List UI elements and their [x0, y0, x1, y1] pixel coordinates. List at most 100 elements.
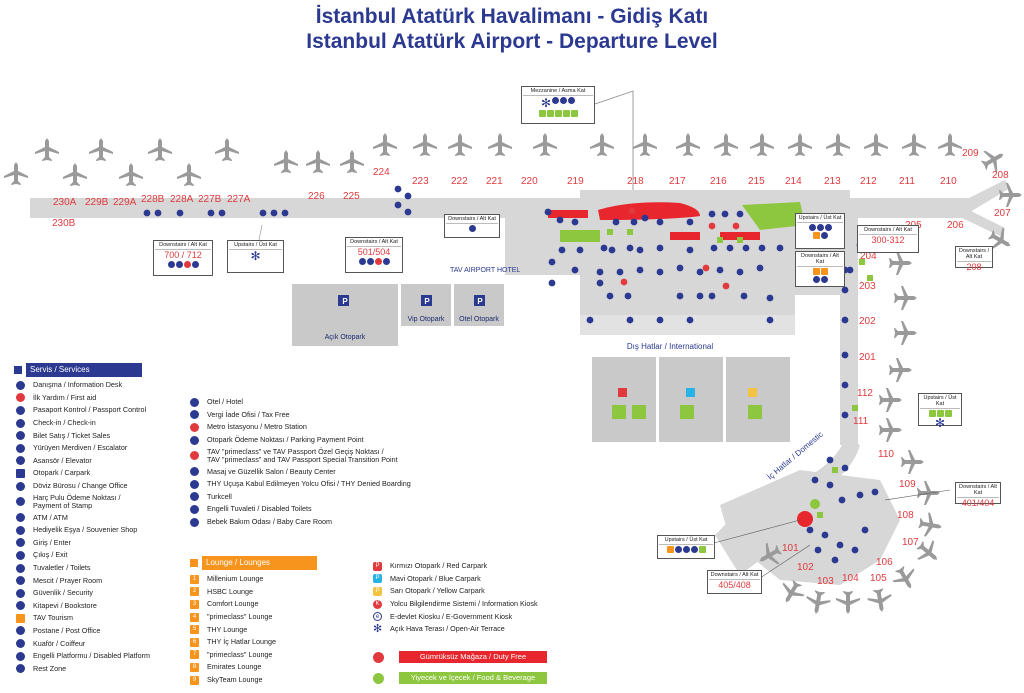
service-icon	[207, 209, 215, 217]
lounge-3-icon: 3	[190, 599, 199, 609]
legend-label: Kırmızı Otopark / Red Carpark	[390, 561, 488, 571]
duty-free-area	[548, 210, 588, 218]
gate-105: 105	[870, 573, 887, 584]
service-icon	[686, 218, 694, 226]
service-icon	[576, 246, 584, 254]
gate-227b: 227B	[198, 194, 222, 205]
toilet-icon	[16, 563, 25, 573]
aircraft-icon	[938, 133, 962, 156]
legend-row: Vergi İade Ofisi / Tax Free	[190, 409, 450, 422]
legend-label: HSBC Lounge	[207, 586, 253, 596]
aircraft-icon	[826, 133, 850, 156]
legend-label: Pasaport Kontrol / Passport Control	[33, 405, 147, 415]
tav-tourism-icon	[16, 613, 25, 623]
blue-carpark	[659, 357, 723, 442]
legend-label: Mescit / Prayer Room	[33, 575, 103, 585]
legend-row: Rest Zone	[16, 662, 216, 675]
legend-label: Kitapevi / Bookstore	[33, 600, 97, 610]
ticket-icon	[16, 431, 25, 441]
gate-221: 221	[486, 176, 503, 187]
escalator-icon	[175, 261, 183, 268]
aircraft-icon	[889, 358, 912, 382]
service-icon	[548, 279, 556, 287]
gate-108: 108	[897, 510, 914, 521]
escalator-icon	[820, 232, 828, 239]
duty-free-area	[797, 511, 813, 527]
service-icon	[841, 316, 849, 324]
aircraft-icon	[177, 163, 201, 186]
rest-zone-icon	[16, 664, 25, 674]
legend-row: İlk Yardım / First aid	[16, 392, 216, 405]
tav-hotel-label: TAV AIRPORT HOTEL	[450, 267, 520, 274]
parking-letter: P	[477, 297, 483, 306]
gate-204: 204	[860, 251, 877, 262]
legend-row: Postane / Post Office	[16, 625, 216, 638]
legend-row: THY Uçuşa Kabul Edilmeyen Yolcu Ofisi / …	[190, 478, 450, 491]
legend-row: Mescit / Prayer Room	[16, 574, 216, 587]
food-icon	[698, 546, 706, 553]
red-carpark-icon: P	[373, 561, 382, 571]
service-icon	[636, 246, 644, 254]
gate-210: 210	[940, 176, 957, 187]
atm-icon	[16, 513, 25, 523]
upstairs-101-box: Upstairs / Üst Kat	[657, 535, 715, 559]
service-icon	[856, 491, 864, 499]
info-kiosk-icon	[620, 278, 628, 286]
gate-206: 206	[947, 220, 964, 231]
aircraft-icon	[866, 587, 894, 614]
open-air-terrace-icon: ✻	[373, 622, 383, 635]
gate-107: 107	[902, 537, 919, 548]
legend-label: Turkcell	[207, 491, 232, 501]
gate-216: 216	[710, 176, 727, 187]
gate-212: 212	[860, 176, 877, 187]
lounge-icon	[812, 232, 820, 239]
exchange-icon	[16, 481, 25, 491]
legend-row: TAV "primeclass" ve TAV Passport Özel Ge…	[190, 446, 450, 465]
legend-label: Yolcu Bilgilendirme Sistemi / Informatio…	[390, 599, 538, 609]
gate-109: 109	[899, 479, 916, 490]
gate-201: 201	[859, 352, 876, 363]
legend-label: Emirates Lounge	[207, 662, 262, 672]
aircraft-icon	[215, 138, 239, 161]
terrace-icon: ✻	[250, 249, 261, 263]
legend-label: Tuvaletler / Toilets	[33, 563, 91, 573]
aircraft-icon	[633, 133, 657, 156]
service-icon	[676, 264, 684, 272]
lounges-marker	[190, 559, 198, 567]
legend-label: "primeclass" Lounge	[207, 612, 273, 622]
service-icon	[838, 496, 846, 504]
service-icon	[841, 351, 849, 359]
gate-218: 218	[627, 176, 644, 187]
info-icon	[816, 224, 824, 231]
food-icon	[936, 410, 944, 417]
food-icon	[782, 211, 788, 217]
legend-label: Sarı Otopark / Yellow Carpark	[390, 586, 485, 596]
service-icon	[571, 266, 579, 274]
legend-label: Otopark Ödeme Noktası / Parking Payment …	[207, 435, 364, 445]
legend-row: Tuvaletler / Toilets	[16, 562, 216, 575]
blue-carpark-icon: P	[373, 574, 382, 584]
elevator-icon	[568, 97, 576, 104]
service-icon	[841, 464, 849, 472]
info-kiosk-icon: K	[373, 599, 382, 609]
legend-row: Otopark / Carpark	[16, 467, 216, 480]
legend-row: Kuaför / Coiffeur	[16, 637, 216, 650]
aircraft-icon	[306, 150, 330, 173]
mezzanine-box: Mezzanine / Asma Kat ✻	[521, 86, 595, 124]
service-icon	[558, 246, 566, 254]
gate-219: 219	[567, 176, 584, 187]
aircraft-icon	[714, 133, 738, 156]
passport-icon	[16, 405, 25, 415]
legend-row: Hediyelik Eşya / Souvenier Shop	[16, 524, 216, 537]
hotel-icon	[190, 397, 199, 407]
legend-label: Rest Zone	[33, 663, 67, 673]
legend-row: Kitapevi / Bookstore	[16, 600, 216, 613]
baby-care-icon	[190, 517, 199, 527]
gate-229a: 229A	[113, 197, 137, 208]
service-icon	[871, 488, 879, 496]
disabled-platform-icon	[16, 651, 25, 661]
